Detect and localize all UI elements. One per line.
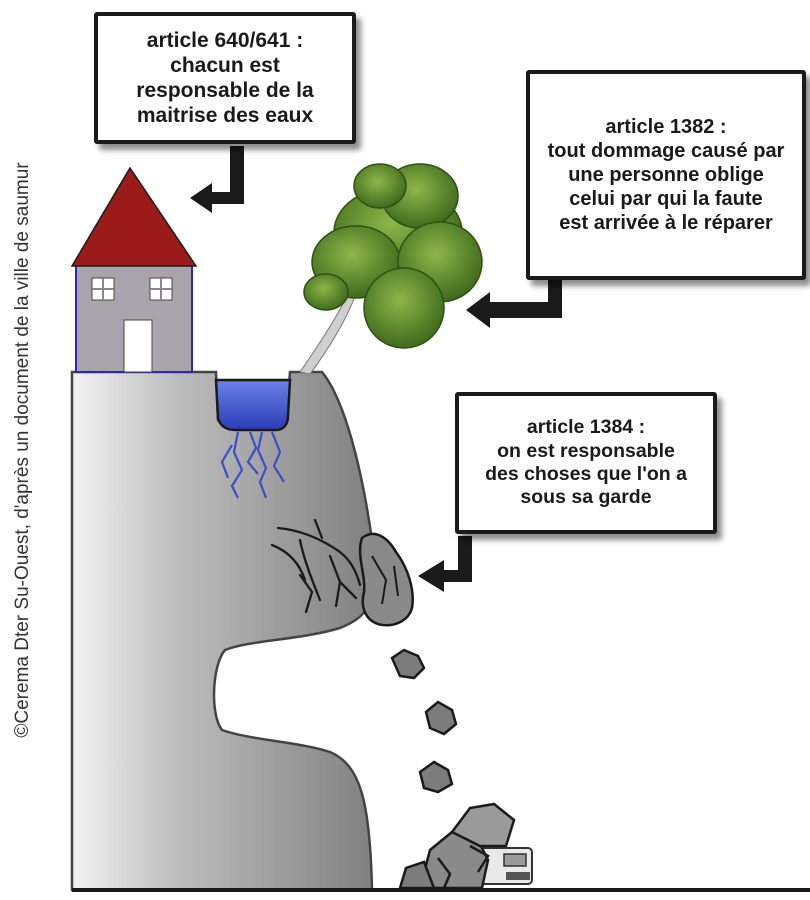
callout-line: article 1384 : bbox=[526, 416, 646, 439]
callout-article-1384: article 1384 : on est responsable des ch… bbox=[455, 392, 717, 534]
rock-crack bbox=[371, 555, 399, 605]
house-roof bbox=[70, 166, 198, 267]
arrow-house bbox=[190, 146, 244, 213]
callout-line: maitrise des eaux bbox=[136, 104, 314, 128]
water-seepage bbox=[220, 431, 285, 499]
falling-rock-1 bbox=[390, 648, 426, 680]
copyright-credit: ©Cerema Dter Su-Ouest, d'après un docume… bbox=[12, 162, 33, 738]
car bbox=[477, 847, 533, 885]
arrow-tree bbox=[466, 280, 562, 328]
cliff-cracks bbox=[270, 518, 362, 614]
callout-line: celui par qui la faute bbox=[569, 188, 763, 210]
water-basin bbox=[214, 378, 292, 432]
callout-line: on est responsable bbox=[497, 439, 675, 462]
callout-line: article 640/641 : bbox=[146, 28, 304, 52]
house-door bbox=[123, 319, 153, 373]
callout-article-1382: article 1382 : tout dommage causé par un… bbox=[526, 70, 806, 280]
tree bbox=[299, 163, 483, 375]
callout-article-640-641: article 640/641 : chacun est responsable… bbox=[94, 12, 356, 144]
house bbox=[70, 166, 198, 373]
cliff bbox=[70, 370, 376, 892]
callout-line: responsable de la bbox=[136, 79, 314, 102]
falling-rock-2 bbox=[424, 700, 458, 736]
callout-line: tout dommage causé par bbox=[547, 140, 785, 162]
arrow-rock bbox=[418, 536, 472, 592]
callout-line: article 1382 : bbox=[605, 116, 727, 138]
callout-line: est arrivée à le réparer bbox=[559, 212, 773, 234]
callout-line: une personne oblige bbox=[568, 164, 764, 186]
window-frames bbox=[92, 278, 172, 300]
rock-pile bbox=[398, 802, 516, 890]
tree-foliage bbox=[303, 163, 483, 349]
callout-line: sous sa garde bbox=[520, 486, 652, 509]
callout-line: chacun est bbox=[170, 53, 280, 77]
falling-rock-3 bbox=[418, 760, 454, 794]
callout-line: des choses que l'on a bbox=[485, 463, 687, 485]
